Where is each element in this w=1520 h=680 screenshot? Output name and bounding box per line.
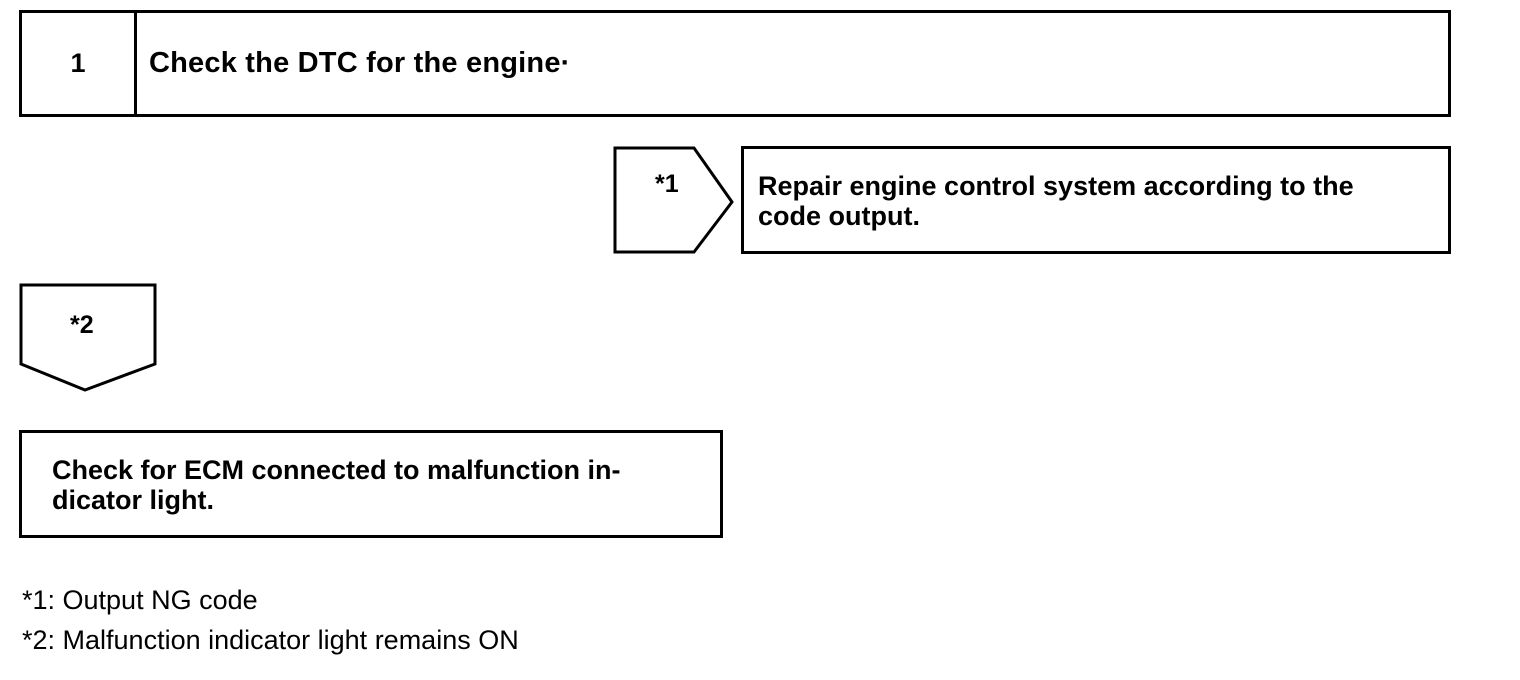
footnote-1: *1: Output NG code	[22, 585, 258, 615]
repair-box: Repair engine control system according t…	[741, 146, 1451, 254]
repair-action-text: Repair engine control system according t…	[758, 171, 1354, 231]
step-divider	[134, 13, 137, 114]
branch-1-label: *1	[655, 170, 679, 198]
branch-2-arrow-icon	[19, 283, 157, 392]
step-title: Check the DTC for the engine·	[149, 47, 571, 79]
branch-1-arrow-icon	[613, 146, 734, 254]
ecm-check-box: Check for ECM connected to malfunction i…	[19, 430, 723, 538]
branch-2-label: *2	[70, 311, 94, 339]
step-number: 1	[70, 48, 86, 78]
footnote-2: *2: Malfunction indicator light remains …	[22, 625, 519, 655]
step-1-box: 1 Check the DTC for the engine·	[19, 10, 1451, 117]
footnotes: *1: Output NG code *2: Malfunction indic…	[22, 580, 519, 660]
ecm-check-text: Check for ECM connected to malfunction i…	[52, 455, 621, 515]
